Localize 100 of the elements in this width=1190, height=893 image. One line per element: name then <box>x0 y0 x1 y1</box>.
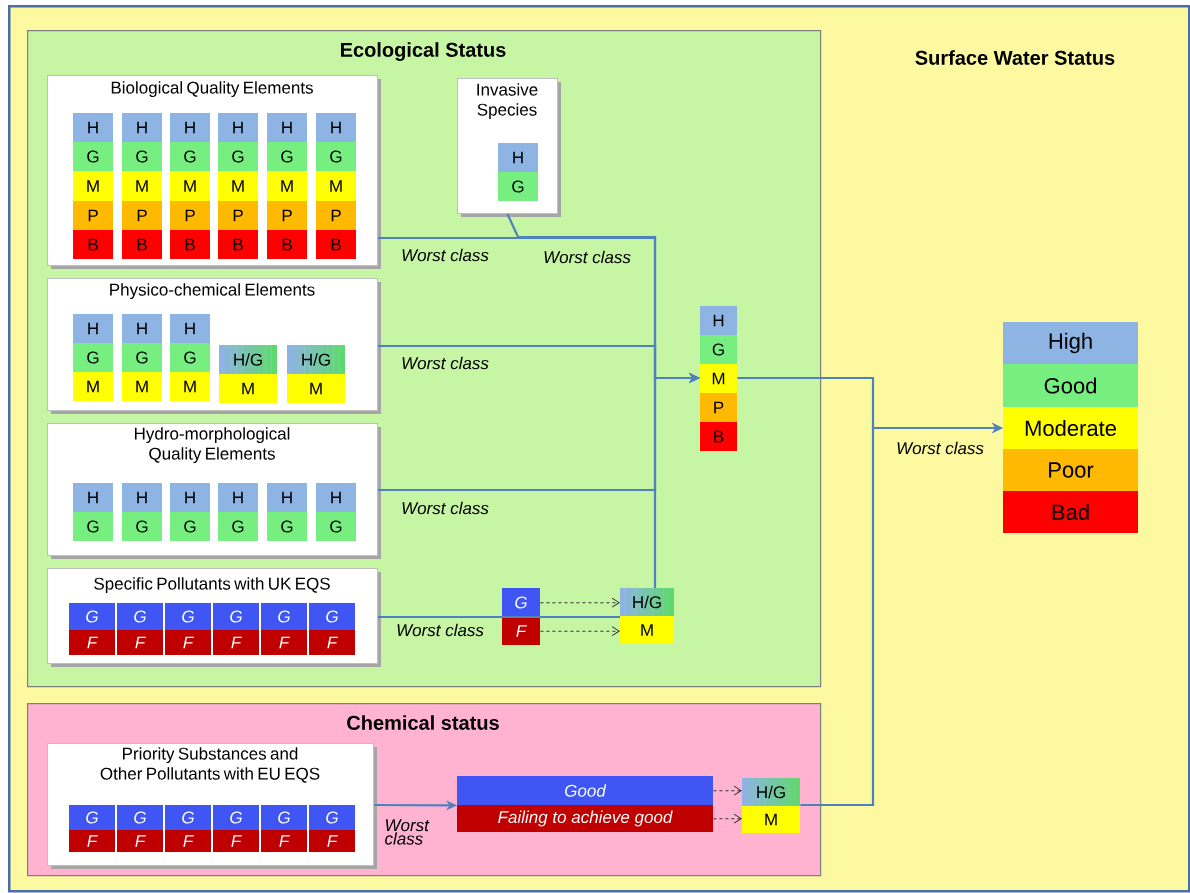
grade-stack: G F <box>213 603 259 655</box>
node-label: Moderate <box>1025 419 1116 437</box>
grade-stack: H G <box>498 143 538 201</box>
node-label: G <box>512 180 524 193</box>
grade-stack: H G <box>218 483 258 541</box>
grade-stack: H G <box>73 483 113 541</box>
node-label: G <box>278 610 290 623</box>
grade-stack: G F <box>213 805 259 852</box>
node-label: M <box>712 372 725 385</box>
node-label: High <box>1049 332 1092 354</box>
node-label: P <box>331 209 341 222</box>
node-label: P <box>714 401 724 414</box>
grade-stack: H/G M <box>287 345 345 403</box>
grade-cell: Good <box>457 776 713 805</box>
node-label: G <box>184 150 196 163</box>
node-label: B <box>282 238 292 251</box>
grade-stack: H G M P B <box>267 113 307 259</box>
node-label: G <box>330 520 342 533</box>
grade-stack: G F <box>309 603 355 655</box>
node-label: G <box>134 811 146 824</box>
grade-stack: G F <box>261 805 307 852</box>
grade-cell: G <box>502 588 540 617</box>
node-label: H <box>137 121 147 134</box>
node-label: G <box>136 150 148 163</box>
node-label: G <box>232 150 244 163</box>
dashed-arrow <box>712 785 742 796</box>
node-label: P <box>137 209 147 222</box>
node-label: G <box>230 610 242 623</box>
node-label: G <box>136 520 148 533</box>
node-label: G <box>87 520 99 533</box>
node-label: F <box>231 835 242 847</box>
node-label: B <box>137 238 147 251</box>
node-label: H/G <box>757 785 785 799</box>
node-label: G <box>87 351 99 364</box>
node-label: B <box>331 238 341 251</box>
node-label: Poor <box>1049 462 1094 478</box>
grade-cell: F <box>502 617 540 645</box>
grade-stack: H G <box>267 483 307 541</box>
node-label: H <box>185 121 195 134</box>
node-label: H/G <box>633 595 661 609</box>
grade-stack: G F <box>165 603 211 655</box>
node-label: F <box>327 636 338 649</box>
node-label: G <box>184 351 196 364</box>
node-label: H <box>282 121 292 134</box>
node-label: Bad <box>1052 503 1089 521</box>
node-label: H <box>88 322 98 335</box>
grade-cell: H/G <box>620 588 674 616</box>
node-label: B <box>185 238 195 251</box>
grade-stack: H G M P B <box>73 113 113 259</box>
grade-cell: Failing to achieve good <box>457 805 713 832</box>
node-label: G <box>281 150 293 163</box>
node-label: G <box>182 610 194 623</box>
node-label: G <box>86 811 98 824</box>
edge-label: Worst class <box>383 818 441 846</box>
grade-stack: H G M P B <box>700 306 737 451</box>
grade-stack: H G <box>316 483 356 541</box>
dashed-arrow <box>539 626 620 637</box>
node-label: B <box>233 238 243 251</box>
node-label: G <box>281 520 293 533</box>
node-label: F <box>231 636 242 649</box>
node-label: F <box>87 835 98 847</box>
node-label: G <box>712 343 724 356</box>
node-label: G <box>330 150 342 163</box>
node-label: B <box>88 238 98 251</box>
dashed-arrow <box>712 813 742 824</box>
grade-stack: H G <box>170 483 210 541</box>
node-label: P <box>185 209 195 222</box>
node-label: G <box>232 520 244 533</box>
node-label: B <box>714 430 724 443</box>
grade-stack: G F <box>117 603 163 655</box>
node-label: G <box>184 520 196 533</box>
node-label: F <box>327 835 338 847</box>
grade-stack: H/G M <box>219 345 277 403</box>
node-label: P <box>88 209 98 222</box>
node-label: G <box>87 150 99 163</box>
node-label: H <box>137 322 147 335</box>
node-label: G <box>182 811 194 824</box>
node-label: F <box>183 636 194 649</box>
grade-stack: G F <box>261 603 307 655</box>
grade-cell: M <box>742 806 800 833</box>
node-label: H <box>185 322 195 335</box>
grade-stack: H G M <box>170 314 210 401</box>
node-label: H <box>331 121 341 134</box>
grade-stack: H G M <box>73 314 113 401</box>
grade-stack: H G M P B <box>170 113 210 259</box>
node-label: H <box>233 121 243 134</box>
grade-stack: G F <box>69 603 115 655</box>
node-label: F <box>135 835 146 847</box>
grade-stack: H G M P B <box>316 113 356 259</box>
status-scale: High Good Moderate Poor Bad <box>1003 322 1138 533</box>
node-label: G <box>86 610 98 623</box>
node-label: P <box>233 209 243 222</box>
node-label: H/G <box>302 353 330 366</box>
grade-stack: G F <box>69 805 115 852</box>
grade-stack: G F <box>309 805 355 852</box>
node-label: F <box>183 835 194 847</box>
grade-stack: H G <box>122 483 162 541</box>
node-label: F <box>279 835 290 847</box>
node-label: H/G <box>234 353 262 366</box>
node-label: G <box>326 811 338 824</box>
